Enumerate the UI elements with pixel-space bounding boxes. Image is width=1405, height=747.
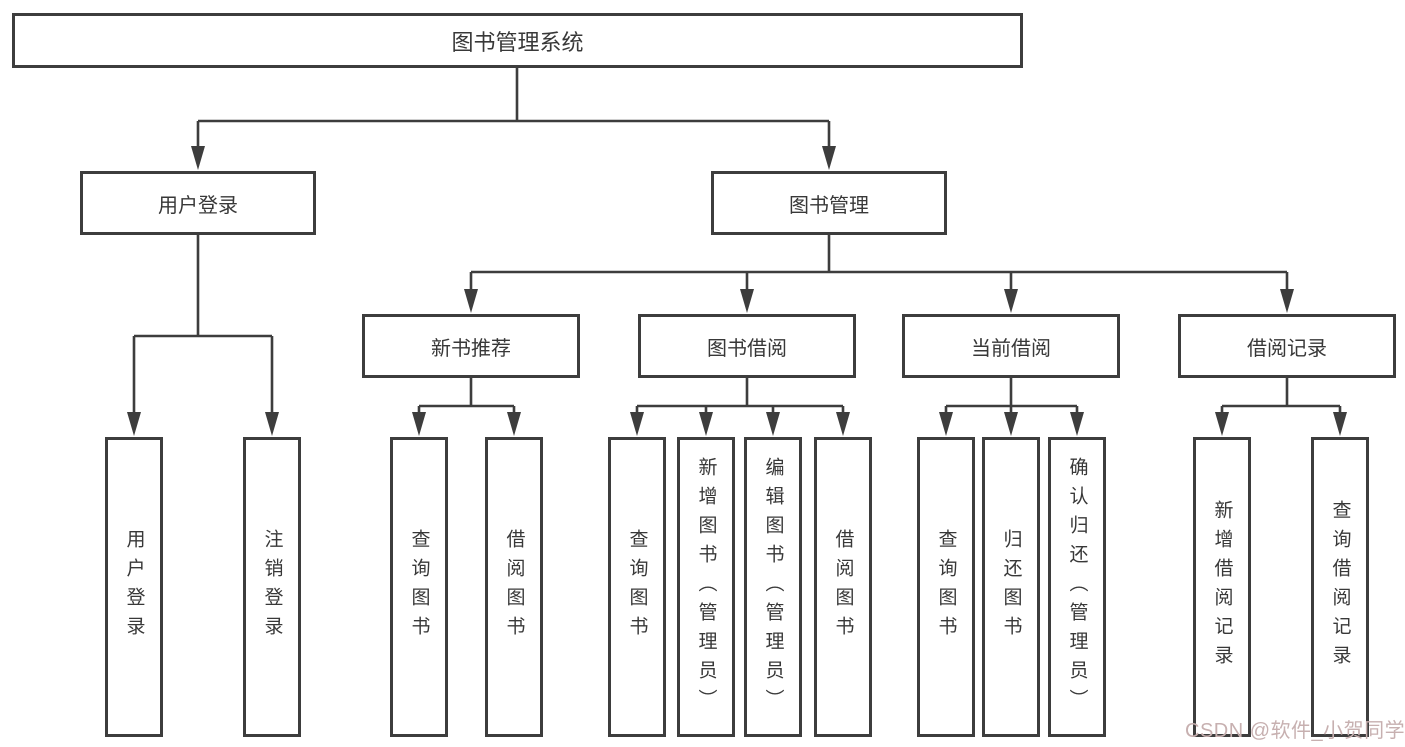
arrowhead [630,412,644,436]
node-book-management: 图书管理 [711,171,947,235]
node-user-login: 用户登录 [80,171,316,235]
node-label: 查询借阅记录 [1329,500,1351,674]
arrowhead [740,289,754,313]
node-label: 新书推荐 [431,337,511,360]
node-label: 图书管理 [789,194,869,217]
node-label: 归还图书 [1000,529,1022,645]
leaf-query-books: 查询图书 [608,437,666,737]
arrowhead [464,289,478,313]
connector-bookmgmt-to-level3 [469,235,1289,305]
node-label: 查询图书 [626,529,648,645]
connector-newbook-to-leaves [417,378,516,428]
arrowhead [1004,289,1018,313]
arrowhead [1004,412,1018,436]
arrowhead [1070,412,1084,436]
leaf-query-books: 查询图书 [917,437,975,737]
node-label: 用户登录 [123,529,145,645]
arrowhead [822,146,836,170]
connector-userlogin-to-leaves [132,235,274,428]
arrowhead [1215,412,1229,436]
node-label: 确认归还（管理员） [1066,456,1088,718]
node-label: 查询图书 [935,529,957,645]
node-label: 新增借阅记录 [1211,500,1233,674]
leaf-confirm-return-admin: 确认归还（管理员） [1048,437,1106,737]
node-library-system: 图书管理系统 [12,13,1023,68]
leaf-logout: 注销登录 [243,437,301,737]
node-label: 图书管理系统 [451,29,584,55]
node-label: 图书借阅 [707,337,787,360]
arrowhead [1280,289,1294,313]
node-label: 当前借阅 [971,337,1051,360]
arrowhead [412,412,426,436]
leaf-edit-books-admin: 编辑图书（管理员） [744,437,802,737]
leaf-query-books: 查询图书 [390,437,448,737]
node-label: 编辑图书（管理员） [762,456,784,718]
node-label: 注销登录 [261,529,283,645]
connector-records-to-leaves [1220,378,1342,428]
leaf-borrow-books: 借阅图书 [814,437,872,737]
node-current-borrow: 当前借阅 [902,314,1120,378]
node-label: 新增图书（管理员） [695,456,717,718]
arrowhead [836,412,850,436]
leaf-add-borrow-record: 新增借阅记录 [1193,437,1251,737]
csdn-watermark: CSDN @软件_小贺同学 [1185,720,1405,742]
node-label: 借阅图书 [832,529,854,645]
leaf-return-books: 归还图书 [982,437,1040,737]
arrowhead [127,412,141,436]
node-label: 借阅图书 [503,529,525,645]
arrowhead [1333,412,1347,436]
arrowhead [939,412,953,436]
leaf-borrow-books: 借阅图书 [485,437,543,737]
connector-borrow-to-leaves [635,378,845,428]
node-new-book-recommend: 新书推荐 [362,314,580,378]
node-label: 借阅记录 [1247,337,1327,360]
leaf-add-books-admin: 新增图书（管理员） [677,437,735,737]
arrowhead [265,412,279,436]
arrowhead [191,146,205,170]
arrowhead [699,412,713,436]
node-book-borrow: 图书借阅 [638,314,856,378]
leaf-user-login: 用户登录 [105,437,163,737]
arrowhead [766,412,780,436]
connector-root-to-level2 [196,68,831,160]
arrowhead [507,412,521,436]
node-label: 查询图书 [408,529,430,645]
node-borrow-records: 借阅记录 [1178,314,1396,378]
node-label: 用户登录 [158,194,238,217]
leaf-query-borrow-record: 查询借阅记录 [1311,437,1369,737]
